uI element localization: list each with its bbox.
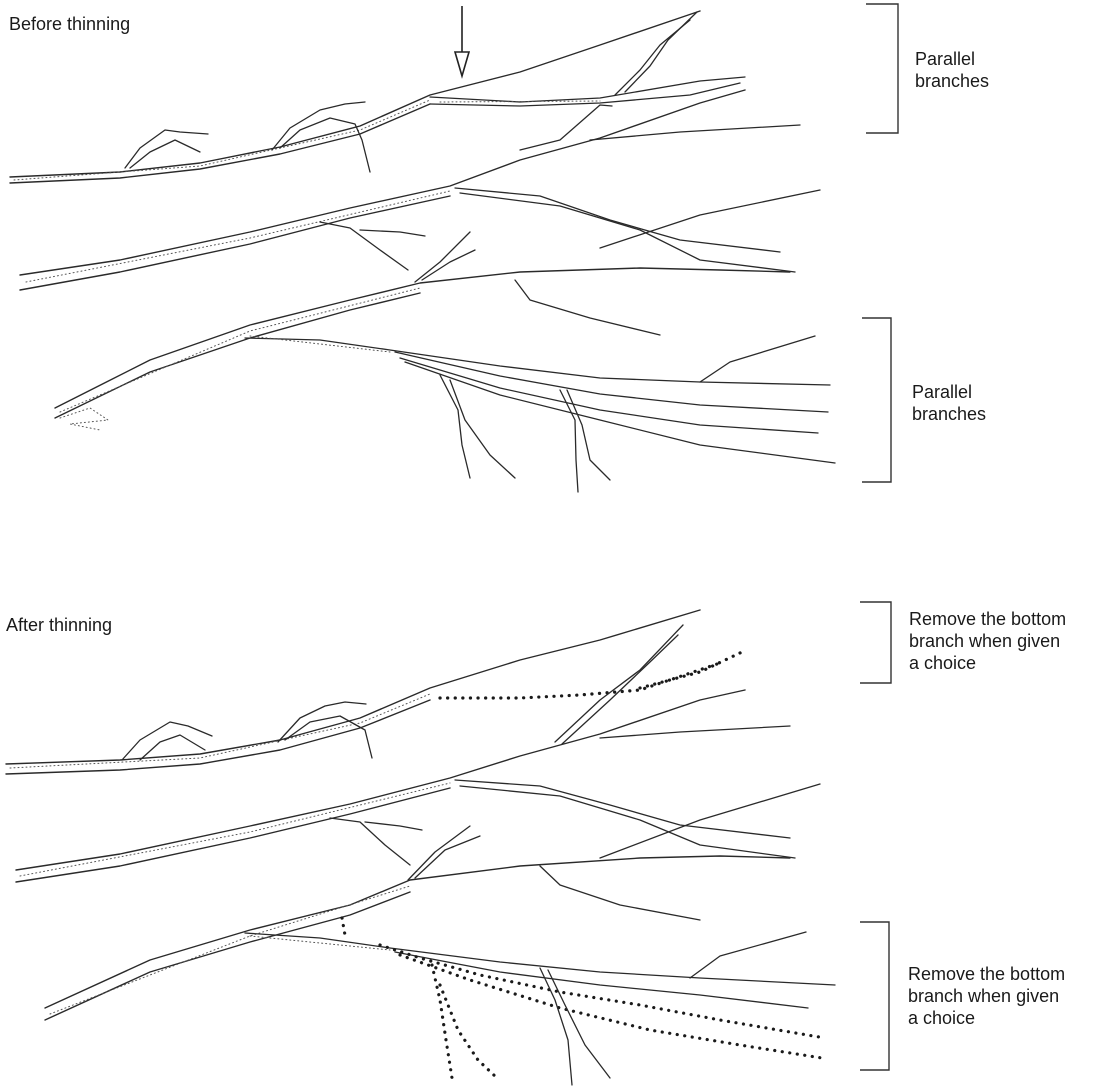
remove-bottom-branch-label-top: Remove the bottom branch when given a ch…: [909, 608, 1066, 674]
side-shoot: [590, 125, 800, 140]
bark-texture: [440, 101, 600, 102]
parallel-branches-bracket-top: [866, 4, 898, 133]
parallel-branch: [395, 352, 828, 412]
side-shoot: [515, 280, 660, 335]
after-lower-limb: [45, 856, 835, 1085]
arrow-head: [455, 52, 469, 76]
bark-texture: [250, 336, 390, 352]
after-thinning-title: After thinning: [6, 614, 112, 636]
remove-bottom-branch-bracket-bottom: [860, 922, 889, 1070]
parallel-branches-label-top: Parallel branches: [915, 48, 989, 92]
bark-texture: [50, 886, 410, 1014]
side-shoot: [320, 222, 408, 270]
side-shoot: [330, 818, 410, 865]
side-shoot: [615, 20, 690, 95]
before-lower-limb: [55, 268, 835, 492]
removed-branch: [440, 985, 497, 1078]
parallel-branch: [245, 338, 830, 385]
main-branch: [45, 892, 410, 1020]
side-shoot: [555, 625, 683, 742]
main-branch: [20, 90, 745, 275]
main-branch: [16, 690, 745, 870]
side-shoot: [520, 105, 612, 150]
side-shoot: [700, 336, 815, 382]
side-shoot: [560, 390, 578, 492]
parallel-branches-bracket-bottom: [862, 318, 891, 482]
branch: [455, 780, 790, 838]
main-branch: [45, 856, 790, 1008]
parallel-branches-label-bottom: Parallel branches: [912, 381, 986, 425]
removed-branch: [380, 945, 825, 1038]
side-shoot: [548, 970, 610, 1078]
side-shoot: [422, 250, 475, 280]
main-branch: [55, 268, 790, 408]
arrow-marker: [455, 6, 469, 76]
bark-texture: [60, 408, 108, 430]
removed-branch: [342, 918, 345, 935]
before-thinning-panel: [10, 4, 898, 492]
side-shoot: [600, 726, 790, 738]
parallel-branch: [430, 77, 745, 102]
bark-texture: [26, 191, 450, 282]
side-shoot: [600, 190, 820, 248]
removed-branch: [400, 955, 822, 1058]
side-shoot: [690, 932, 806, 978]
main-branch: [10, 11, 700, 177]
parallel-branch: [430, 83, 740, 106]
side-shoot: [365, 822, 422, 830]
before-middle-limb: [20, 90, 820, 290]
side-shoot: [540, 866, 700, 920]
side-shoot: [567, 390, 610, 480]
bark-texture: [10, 694, 430, 768]
branch: [460, 193, 795, 272]
removed-branch: [432, 965, 452, 1078]
side-shoot: [360, 230, 425, 236]
after-thinning-panel: [6, 602, 891, 1085]
bark-texture: [14, 100, 430, 180]
main-branch: [55, 293, 420, 418]
side-shoot: [408, 826, 470, 880]
before-upper-limb: [10, 11, 800, 183]
after-middle-limb: [16, 690, 820, 882]
main-branch: [10, 104, 430, 183]
remove-bottom-branch-label-bottom: Remove the bottom branch when given a ch…: [908, 963, 1065, 1029]
main-branch: [20, 196, 450, 290]
removed-branch: [440, 663, 720, 698]
remove-bottom-branch-bracket-top: [860, 602, 891, 683]
after-upper-limb: [6, 610, 790, 774]
side-shoot: [440, 375, 470, 478]
before-thinning-title: Before thinning: [9, 13, 130, 35]
